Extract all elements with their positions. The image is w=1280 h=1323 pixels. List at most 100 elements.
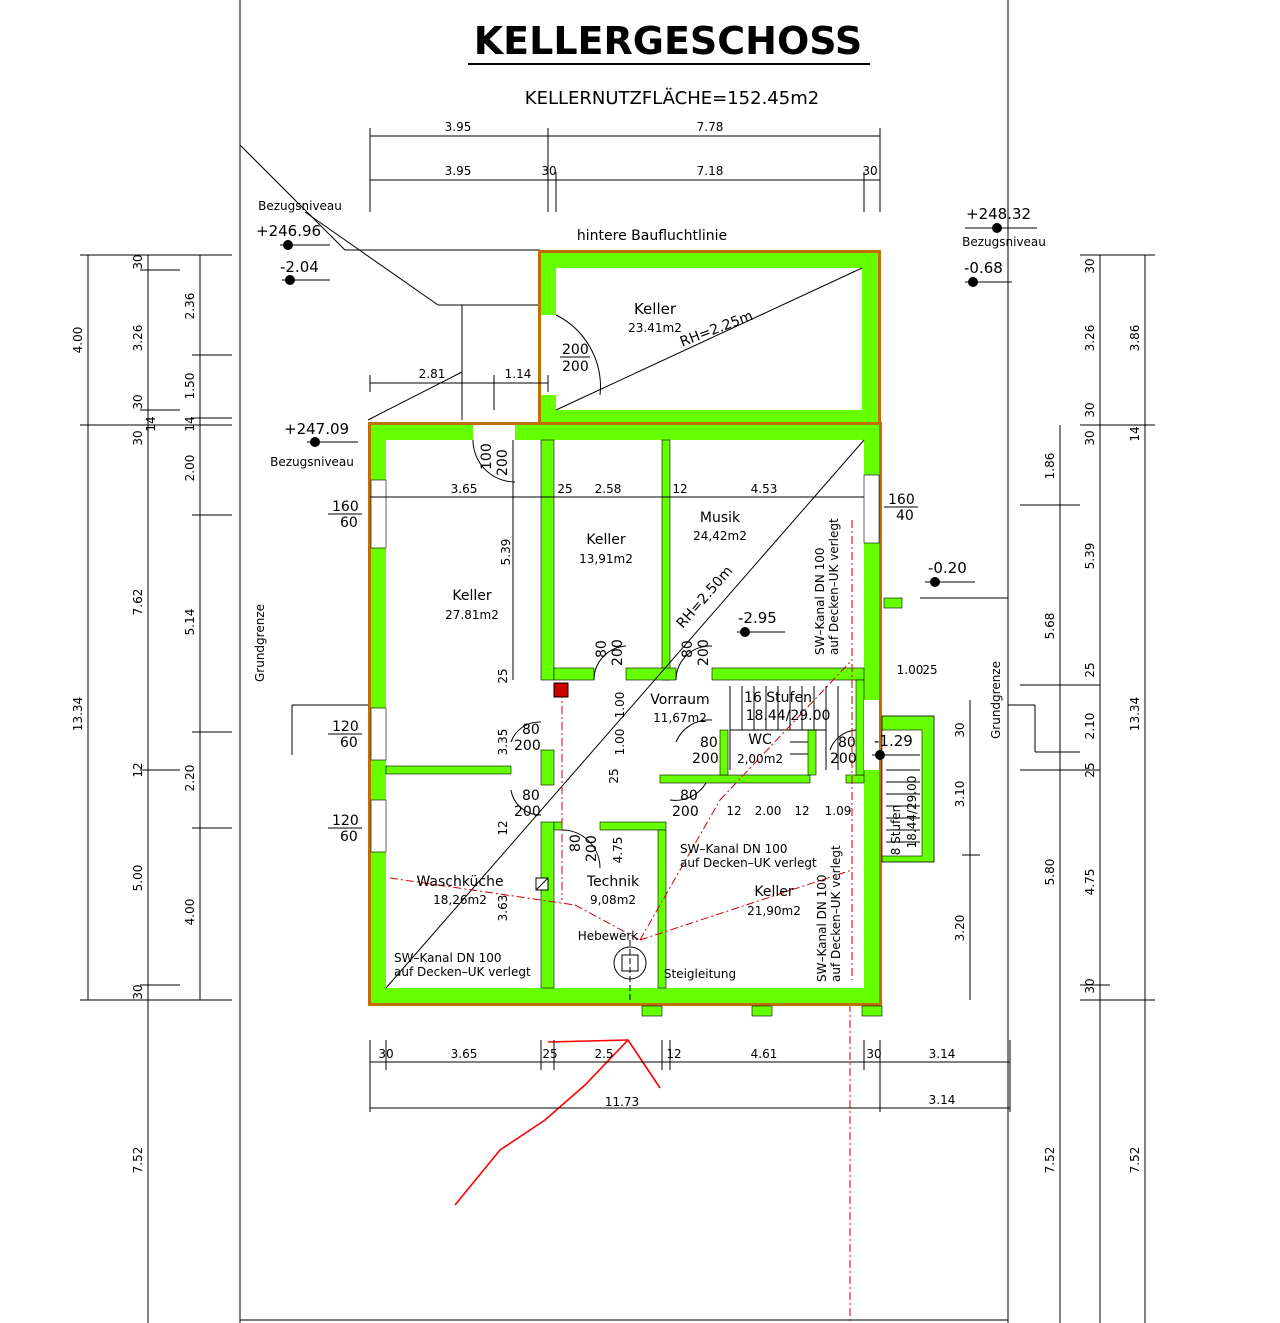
dim-inner-r3: 2.58 — [595, 482, 622, 496]
dim-inner-r2: 25 — [557, 482, 572, 496]
dim-inner-v1: 5.39 — [499, 539, 513, 566]
dim-left-l9: 14 — [183, 416, 197, 431]
dim-right-r5: 30 — [1083, 430, 1097, 445]
dim-left-l17: 4.00 — [183, 899, 197, 926]
dim-bottom-e3: 25 — [542, 1047, 557, 1061]
dim-right-r4: 30 — [1083, 402, 1097, 417]
level-246-96: +246.96 — [256, 222, 321, 240]
dim-right-r9: 5.68 — [1043, 613, 1057, 640]
staircase-16 — [729, 686, 839, 770]
dim-bottom-e1: 30 — [378, 1047, 393, 1061]
level-2-95: -2.95 — [738, 609, 777, 627]
stufen8-label: 8 Stufen — [889, 805, 903, 856]
dim-right-r7: 1.86 — [1043, 453, 1057, 480]
dim-top-b3: 7.18 — [697, 164, 724, 178]
room-musik-name: Musik — [700, 510, 741, 526]
dim-inner-w2: 2.00 — [755, 804, 782, 818]
dim-inner-w4: 1.09 — [825, 804, 852, 818]
room-keller-mid-area: 13,91m2 — [579, 552, 633, 566]
door-2-height: 200 — [495, 449, 511, 476]
dim-left-l1: 4.00 — [71, 327, 85, 354]
door-6-width: 80 — [522, 788, 540, 804]
sw-kanal-note-3-line2: auf Decken–UK verlegt — [827, 518, 841, 655]
dim-left-l3: 3.26 — [131, 325, 145, 352]
room-keller-right-name: Keller — [754, 884, 793, 900]
dim-bottom-f2: 3.14 — [929, 1093, 956, 1107]
dim-inner-r4: 12 — [672, 482, 687, 496]
door-1-width: 200 — [562, 342, 589, 358]
dim-inner-v7: 4.75 — [611, 837, 625, 864]
sw-kanal-note-2-line2: auf Decken–UK verlegt — [394, 965, 531, 979]
dim-inner-v3: 3.35 — [496, 729, 510, 756]
room-keller-left-name: Keller — [452, 588, 491, 604]
door-4-width: 80 — [680, 640, 696, 658]
bezugsniveau-label-1: Bezugsniveau — [258, 199, 342, 213]
dim-right-r19: 30 — [953, 722, 967, 737]
riser-symbol — [553, 682, 569, 698]
room-keller-right-area: 21,90m2 — [747, 904, 801, 918]
grundgrenze-left-label: Grundgrenze — [253, 604, 267, 682]
dim-lines-top — [369, 128, 881, 680]
dim-right-r20: 3.10 — [953, 781, 967, 808]
dim-left-l6: 1.50 — [183, 373, 197, 400]
dim-left-l12: 5.14 — [183, 609, 197, 636]
level-1-29: -1.29 — [874, 732, 913, 750]
door-3-width: 80 — [594, 640, 610, 658]
dim-inner-s2: 1.00 — [613, 729, 627, 756]
sw-kanal-note-4-line2: auf Decken–UK verlegt — [829, 845, 843, 982]
dim-left-l10: 2.00 — [183, 455, 197, 482]
dim-inner-c2: 1.14 — [505, 367, 532, 381]
dim-inner-v2: 25 — [496, 668, 510, 683]
steigleitung-label: Steigleitung — [664, 967, 736, 981]
room-wc-area: 2,00m2 — [737, 752, 783, 766]
door-7-height: 200 — [584, 835, 600, 862]
dim-left-l13: 13.34 — [71, 697, 85, 731]
sw-kanal-note-4-line1: SW–Kanal DN 100 — [815, 874, 829, 982]
dim-lines-right — [962, 254, 1155, 1323]
dim-inner-c1: 2.81 — [419, 367, 446, 381]
dim-bottom-e5: 12 — [666, 1047, 681, 1061]
dim-left-l7: 30 — [131, 430, 145, 445]
window-1-bottom: 60 — [340, 515, 358, 531]
room-vorraum-name: Vorraum — [650, 692, 709, 708]
window-2-top: 120 — [332, 719, 359, 735]
dim-inner-w1: 12 — [726, 804, 741, 818]
dim-lines-left — [80, 254, 232, 1323]
dim-left-l8: 14 — [144, 416, 158, 431]
room-wc-name: WC — [748, 732, 772, 748]
dim-right-r15: 4.75 — [1083, 869, 1097, 896]
red-arrow-top — [547, 1039, 629, 1043]
plan-title: KELLERGESCHOSS — [474, 19, 863, 63]
dim-right-r21: 3.20 — [953, 915, 967, 942]
dim-right-r3: 3.86 — [1128, 325, 1142, 352]
level-0-20: -0.20 — [928, 559, 967, 577]
dim-inner-s1: 1.00 — [613, 692, 627, 719]
dim-right-r16: 30 — [1083, 978, 1097, 993]
stufen8-ratio: 18.44/29.00 — [905, 776, 919, 849]
room-vorraum-area: 11,67m2 — [653, 711, 707, 725]
dim-inner-r1: 3.65 — [451, 482, 478, 496]
dim-left-l15: 2.20 — [183, 765, 197, 792]
stufen16-label: 16 Stufen — [744, 690, 812, 706]
door-9-width: 80 — [680, 788, 698, 804]
staircase-8 — [886, 769, 920, 843]
dim-left-l19: 7.52 — [131, 1147, 145, 1174]
door-8-width: 80 — [700, 735, 718, 751]
window-2-bottom: 60 — [340, 735, 358, 751]
dim-left-l18: 30 — [131, 984, 145, 999]
dim-top-a1: 3.95 — [445, 120, 472, 134]
room-keller-top-area: 23.41m2 — [628, 321, 682, 335]
door-5-width: 80 — [522, 722, 540, 738]
room-musik-area: 24,42m2 — [693, 529, 747, 543]
door-4-height: 200 — [696, 639, 712, 666]
room-keller-mid-name: Keller — [586, 532, 625, 548]
dim-left-l11: 7.62 — [131, 589, 145, 616]
dim-right-r10: 25 — [1083, 662, 1097, 677]
grundgrenze-right-label: Grundgrenze — [989, 661, 1003, 739]
rh-diagonal-main — [385, 439, 865, 989]
window-3-bottom: 60 — [340, 829, 358, 845]
dim-left-l4: 2.36 — [183, 293, 197, 320]
level-2-04: -2.04 — [280, 258, 319, 276]
dim-inner-v6: 3.63 — [496, 895, 510, 922]
dim-right-r18: 7.52 — [1128, 1147, 1142, 1174]
